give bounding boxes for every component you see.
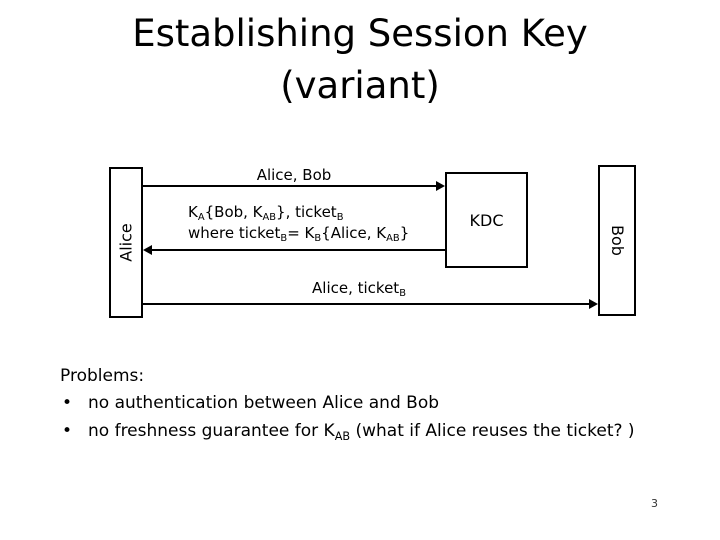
text-segment: {Bob, K xyxy=(204,203,263,221)
subscript-segment: B xyxy=(336,212,344,224)
bob-label: Bob xyxy=(607,225,627,256)
message2-line1: KA{Bob, KAB}, ticketB xyxy=(188,203,409,224)
problem-item: • no freshness guarantee for KAB (what i… xyxy=(60,421,690,443)
message2-label: KA{Bob, KAB}, ticketB where ticketB= KB{… xyxy=(188,203,409,245)
subscript-segment: AB xyxy=(386,233,400,245)
arrow-line xyxy=(150,249,445,251)
subscript-segment: B xyxy=(280,233,288,245)
alice-label: Alice xyxy=(116,223,136,262)
message3-label: Alice, ticketB xyxy=(143,279,575,300)
text-segment: Alice, ticket xyxy=(312,279,400,297)
subscript-segment: A xyxy=(197,212,205,224)
arrow-line xyxy=(143,303,591,305)
bob-entity-box: Bob xyxy=(598,165,636,316)
subscript-segment: AB xyxy=(334,429,351,443)
arrowhead-right-icon xyxy=(589,299,598,309)
message2-line2: where ticketB= KB{Alice, KAB} xyxy=(188,224,409,245)
text-segment: no freshness guarantee for K xyxy=(88,421,335,441)
slide-title: Establishing Session Key (variant) xyxy=(0,8,720,112)
message1-label: Alice, Bob xyxy=(256,166,332,184)
alice-entity-box: Alice xyxy=(109,167,143,318)
arrowhead-right-icon xyxy=(436,181,445,191)
text-segment: (what if Alice reuses the ticket? ) xyxy=(350,421,635,441)
text-segment: } xyxy=(399,224,410,242)
message2-arrow xyxy=(143,245,445,255)
text-segment: where ticket xyxy=(188,224,281,242)
kdc-label: KDC xyxy=(469,210,504,230)
subscript-segment: B xyxy=(399,288,406,300)
kdc-entity-box: KDC xyxy=(445,172,528,268)
slide-title-line2: (variant) xyxy=(280,64,440,107)
subscript-segment: AB xyxy=(262,212,277,224)
subscript-segment: B xyxy=(314,233,322,245)
problems-section: Problems: • no authentication between Al… xyxy=(60,366,690,451)
bullet-icon: • xyxy=(62,393,73,413)
text-segment: }, ticket xyxy=(276,203,337,221)
problem-item-2-text: no freshness guarantee for KAB (what if … xyxy=(88,421,690,443)
slide-page-number: 3 xyxy=(651,497,658,510)
bullet-icon: • xyxy=(62,421,73,441)
problem-item: • no authentication between Alice and Bo… xyxy=(60,393,690,413)
text-segment: K xyxy=(188,203,198,221)
message1-arrow xyxy=(143,181,445,191)
slide-title-line1: Establishing Session Key xyxy=(132,12,588,55)
message3-arrow xyxy=(143,299,598,309)
problem-item-1-text: no authentication between Alice and Bob xyxy=(88,393,440,413)
problems-heading: Problems: xyxy=(60,366,145,386)
text-segment: {Alice, K xyxy=(321,224,387,242)
arrow-line xyxy=(143,185,438,187)
text-segment: = K xyxy=(287,224,315,242)
arrowhead-left-icon xyxy=(143,245,152,255)
